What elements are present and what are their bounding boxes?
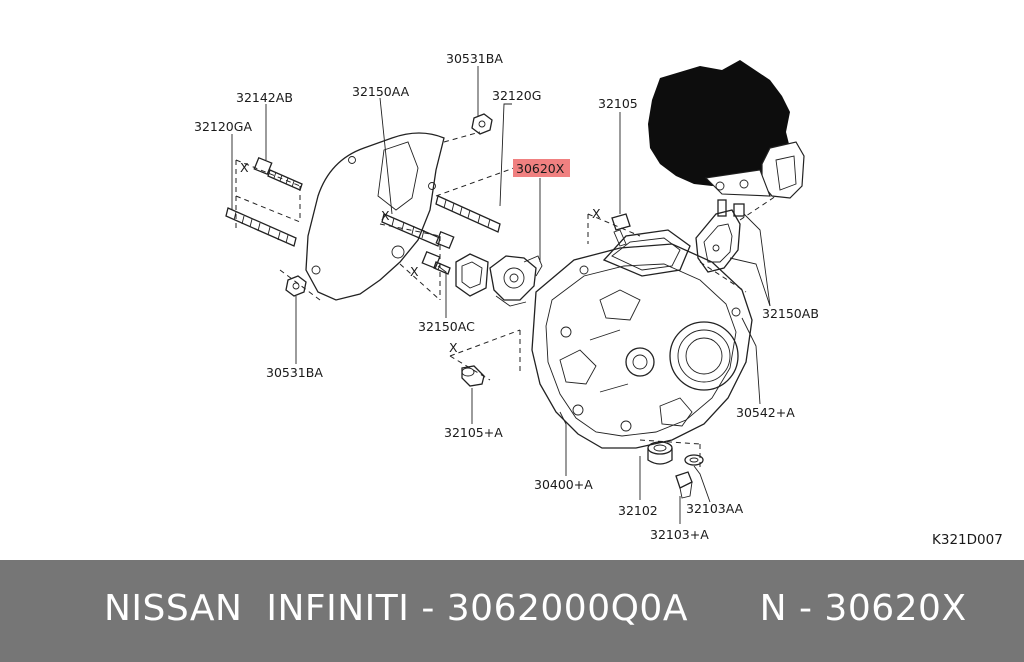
label-32105: 32105 (598, 96, 638, 111)
bolt-32105 (611, 213, 631, 247)
x-mark-5: X (449, 340, 458, 355)
bolt-32142AB (253, 156, 303, 191)
nut-30531BA-bottom (285, 275, 307, 297)
engine-silhouette (648, 60, 805, 199)
part-30620X (455, 253, 543, 307)
label-32105A: 32105+A (444, 425, 503, 440)
bolt-32150AC (421, 250, 451, 275)
x-mark-2: X (381, 208, 390, 223)
label-32120G: 32120G (492, 88, 541, 103)
x-mark-3: X (410, 264, 419, 279)
label-32150AC: 32150AC (418, 319, 475, 334)
dowel-32105A (461, 365, 485, 387)
label-32102: 32102 (618, 503, 658, 518)
label-32103A: 32103+A (650, 527, 709, 542)
label-32150AB: 32150AB (762, 306, 819, 321)
label-30531BA-top: 30531BA (446, 51, 503, 66)
label-30542A: 30542+A (736, 405, 795, 420)
label-30400A: 30400+A (534, 477, 593, 492)
label-32120GA: 32120GA (194, 119, 252, 134)
label-32142AB: 32142AB (236, 90, 293, 105)
transmission-case (531, 229, 753, 449)
bracket-32150AB (695, 199, 745, 273)
x-mark-1: X (240, 160, 249, 175)
part-labels: 30531BA 32142AB 32150AA 32120G 32120GA 3… (194, 51, 1003, 548)
bolt-32150AA (381, 213, 455, 250)
washer-32103AA (684, 454, 704, 466)
highlight-box (513, 159, 570, 177)
x-mark-4: X (592, 206, 601, 221)
stud-32120GA (225, 207, 297, 247)
label-32150AA: 32150AA (352, 84, 410, 99)
label-30531BA-bottom: 30531BA (266, 365, 323, 380)
housing-cover-plate (305, 132, 445, 301)
nut-30531BA-top (471, 113, 493, 135)
diagram-code: K321D007 (932, 532, 1003, 548)
leader-lines (231, 66, 771, 524)
x-markers: X X X X X (240, 160, 601, 355)
label-32103AA: 32103AA (686, 501, 744, 516)
label-30620X: 30620X (516, 161, 565, 176)
part-caption: NISSAN INFINITI - 3062000Q0A N - 30620X (104, 588, 967, 629)
parts-diagram: X X X X X 30531BA 32142AB 32150AA 32120G… (194, 51, 1003, 548)
plug-32102 (647, 441, 673, 465)
stud-32120G (435, 195, 501, 233)
caption-bar (0, 560, 1024, 662)
drain-plug-32103A (675, 471, 693, 499)
